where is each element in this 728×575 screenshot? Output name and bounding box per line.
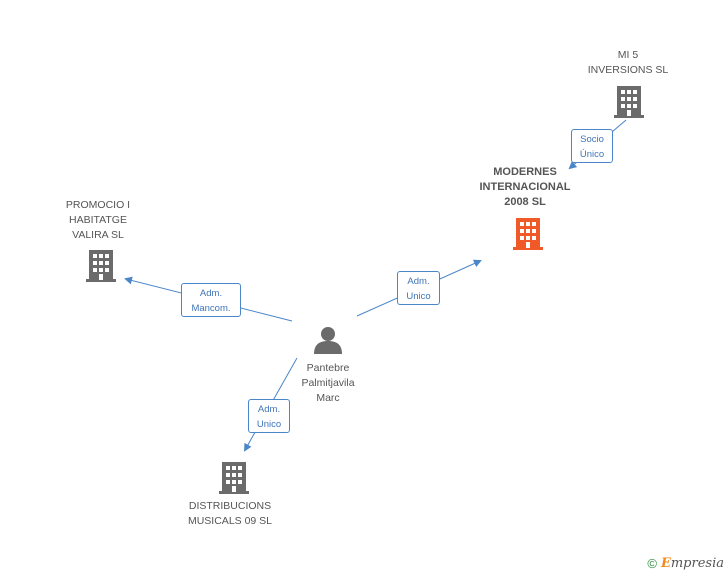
node-label-mi5[interactable]: MI 5 INVERSIONS SL	[587, 49, 669, 76]
empresia-logo: Empresia	[661, 556, 724, 571]
brand-initial: E	[660, 556, 671, 571]
building-icon[interactable]	[614, 86, 644, 118]
building-icon[interactable]	[86, 250, 116, 282]
edge-label-socio: Socio Único	[571, 129, 613, 163]
edge-label-adm-promocio: Adm. Mancom.	[181, 283, 241, 317]
node-label-distribucions[interactable]: DISTRIBUCIONS MUSICALS 09 SL	[187, 500, 273, 527]
node-label-modernes[interactable]: MODERNES INTERNACIONAL 2008 SL	[479, 166, 571, 208]
edge-label-adm-modernes: Adm. Unico	[397, 271, 440, 305]
brand-text: mpresia	[670, 556, 724, 571]
building-icon[interactable]	[513, 218, 543, 250]
footer-brand: © Empresia	[647, 556, 724, 571]
person-icon[interactable]	[314, 327, 342, 354]
copyright-icon: ©	[647, 556, 657, 571]
edge-label-adm-distribucions: Adm. Unico	[248, 399, 290, 433]
node-label-person[interactable]: Pantebre Palmitjavila Marc	[301, 362, 355, 404]
building-icon[interactable]	[219, 462, 249, 494]
node-label-promocio[interactable]: PROMOCIO I HABITATGE VALIRA SL	[65, 199, 131, 241]
